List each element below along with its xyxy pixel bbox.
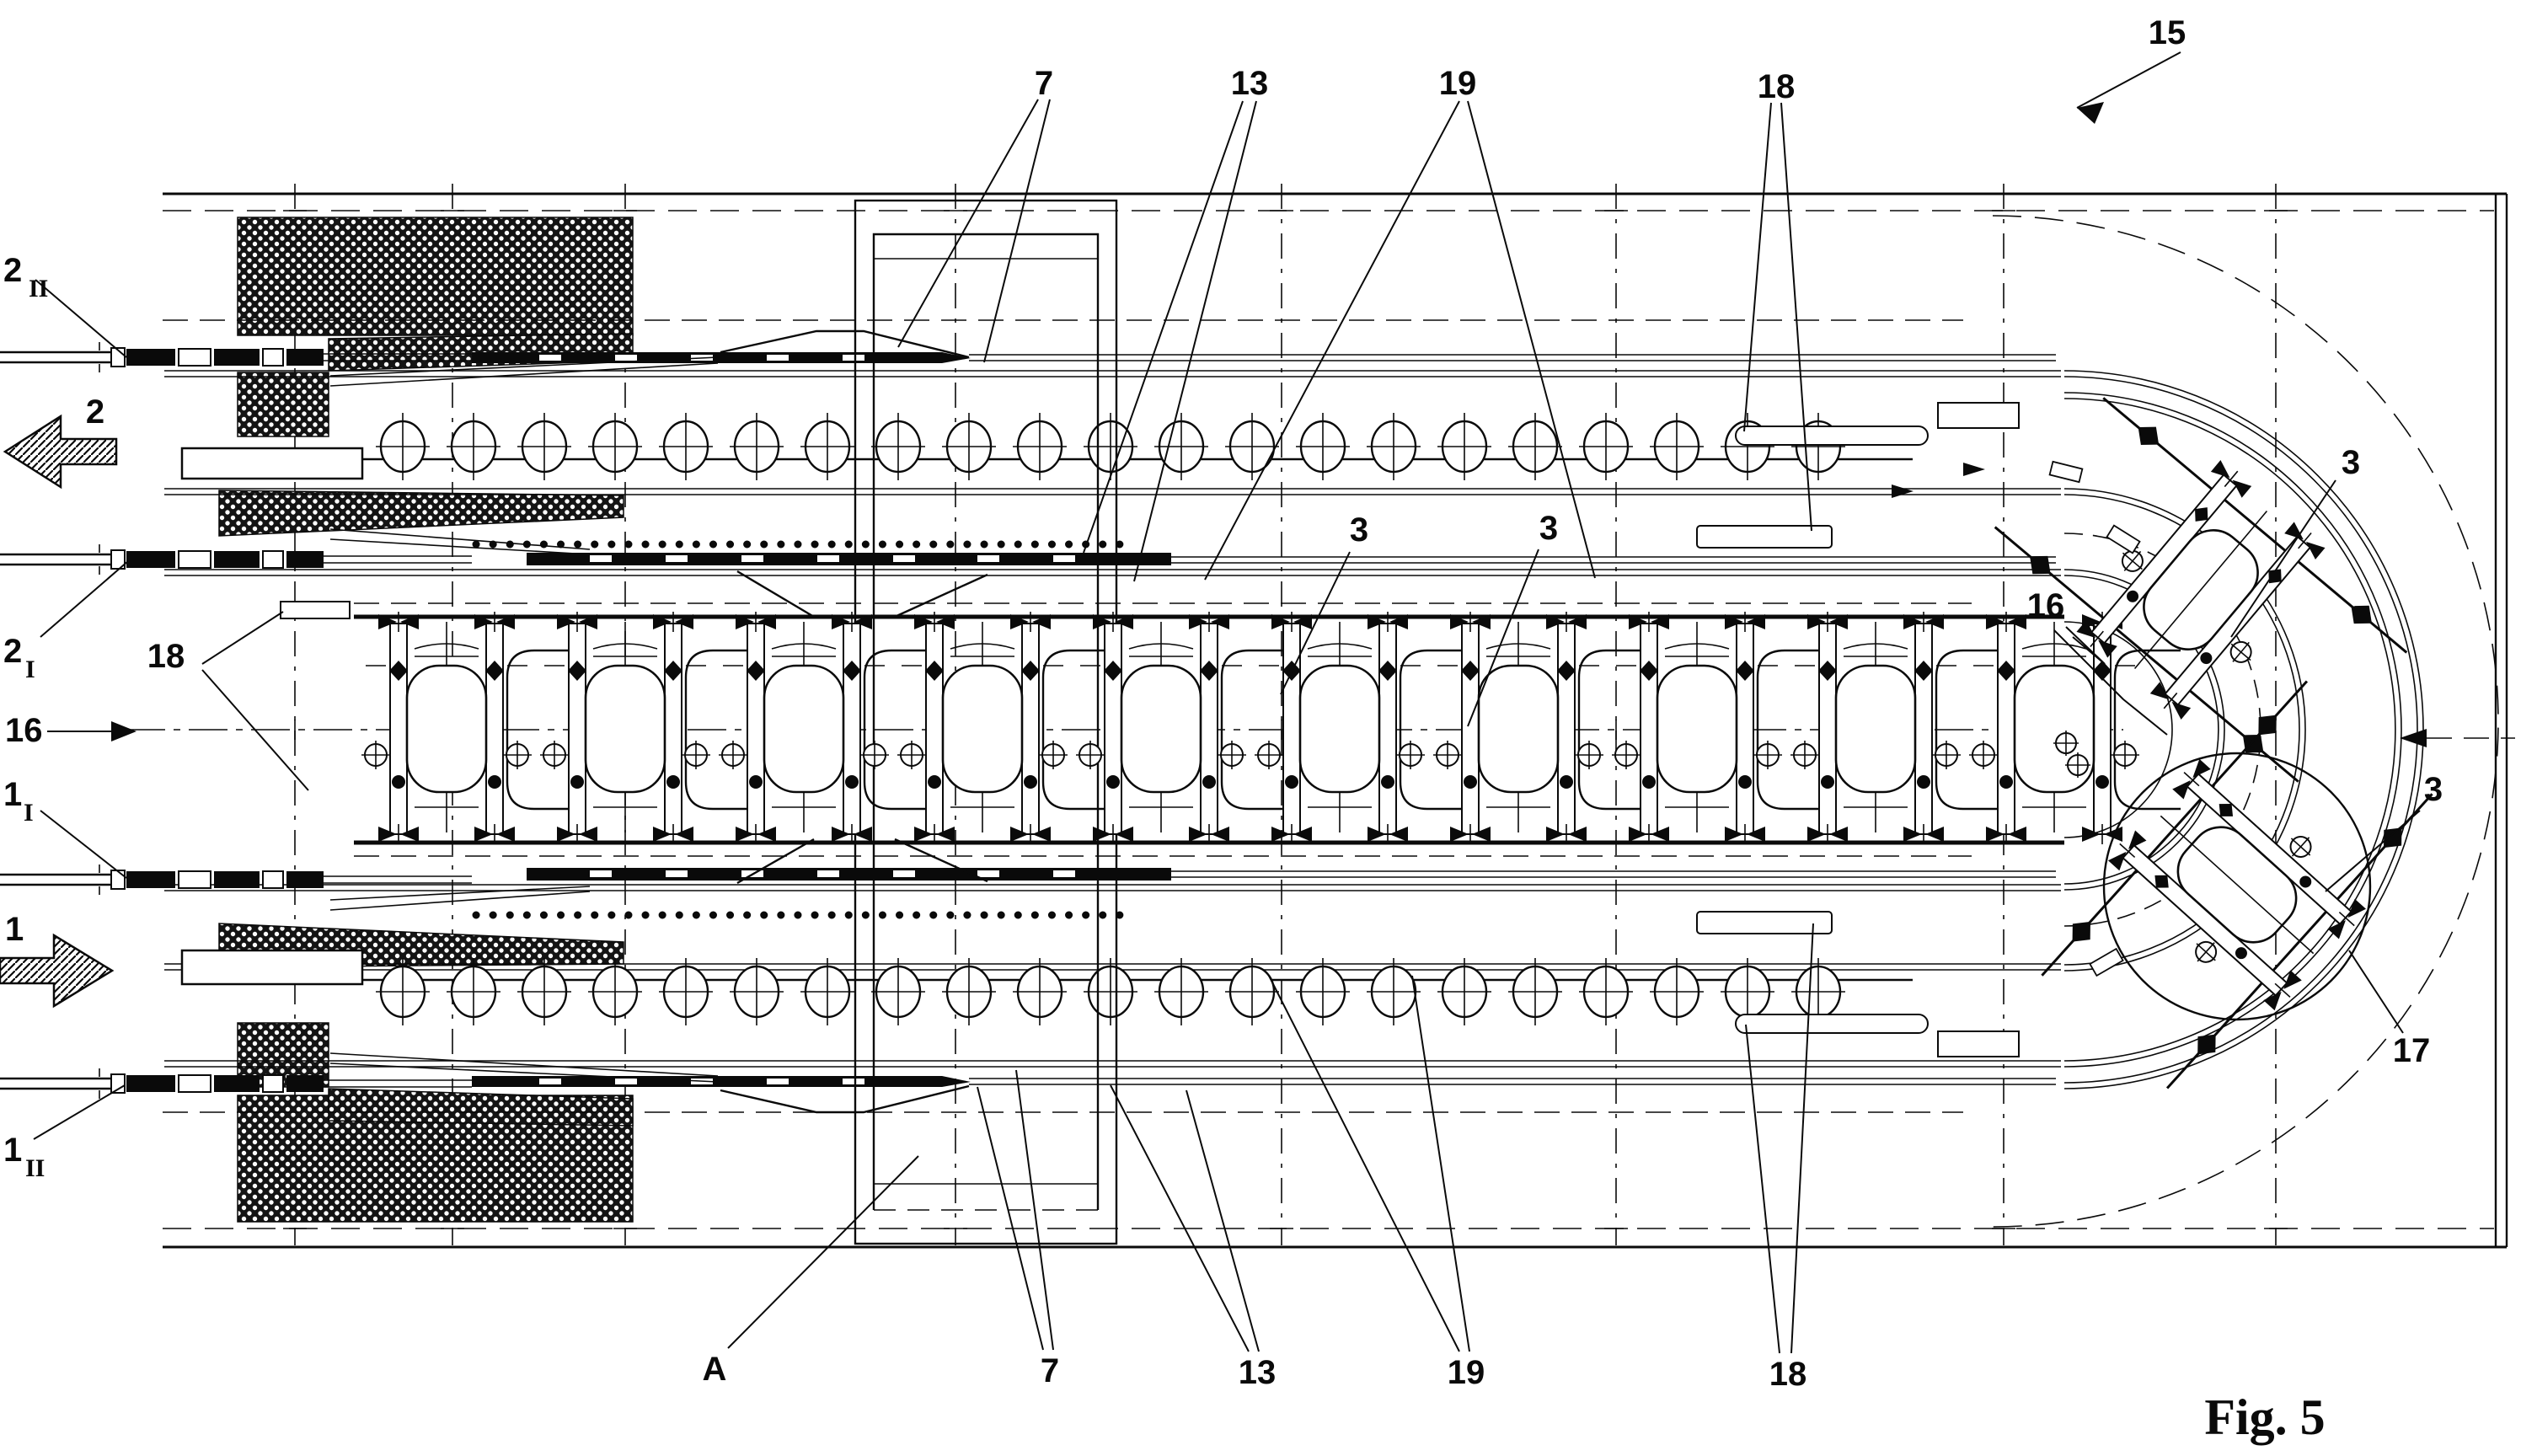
- stop-bracket-left: [280, 601, 351, 619]
- ref-label-A: A: [703, 1351, 727, 1388]
- roller-row-top: [374, 411, 1847, 482]
- pusher-bar-top: [180, 447, 364, 480]
- leader-lines: [33, 51, 2421, 1354]
- hatched-blocks: [218, 217, 634, 1223]
- stop-bar: [1696, 911, 1833, 934]
- guide-pad: [2089, 947, 2124, 977]
- guide-pad: [2106, 524, 2141, 554]
- pallet-module: [1433, 612, 1645, 844]
- ref-label-19-top: 19: [1439, 65, 1477, 102]
- ref-label-15: 15: [2149, 14, 2186, 51]
- tent-top-inner: [736, 570, 988, 618]
- pallet-module: [1076, 612, 1287, 844]
- ref-label-3-right-lower: 3: [2424, 771, 2443, 808]
- stop-bar: [1937, 1030, 2020, 1057]
- stop-bar: [1735, 426, 1929, 446]
- hatched-wedge-bottom-a: [328, 1088, 634, 1127]
- ref-label-18-bottom: 18: [1769, 1356, 1807, 1393]
- ref-16-arrowhead: [111, 721, 136, 741]
- stop-bar: [1937, 402, 2020, 429]
- hatched-wedge-top-b: [218, 490, 624, 537]
- ref-label-18-left: 18: [147, 638, 185, 675]
- ref-label-1I-main: 1: [3, 776, 22, 813]
- drawing-frame: [163, 192, 2508, 1249]
- pallet-module: [361, 612, 573, 844]
- pallet-module: [897, 612, 1109, 844]
- ref-label-2I-main: 2: [3, 633, 22, 670]
- guide-pad: [2048, 460, 2084, 484]
- ref-label-2II-main: 2: [3, 252, 22, 289]
- pallet-module: [1790, 612, 2002, 844]
- tent-bottom-inner: [736, 838, 988, 885]
- flow-arrow-icon: [1892, 484, 1913, 498]
- roller-row-bottom: [374, 956, 1847, 1027]
- ref-label-17: 17: [2393, 1032, 2431, 1069]
- ref-label-2: 2: [86, 393, 104, 431]
- tool-bars: [329, 329, 1171, 1114]
- ref-label-13-top: 13: [1231, 65, 1269, 102]
- ref-label-3-right-upper: 3: [2342, 444, 2360, 481]
- direction-arrow-2: [3, 414, 118, 490]
- pusher-bar-bottom: [180, 949, 364, 986]
- pallet-chain: [354, 612, 2181, 844]
- pallet-module: [1255, 612, 1466, 844]
- ref-label-18-top: 18: [1758, 68, 1796, 105]
- flow-arrow-icon: [1963, 463, 1985, 476]
- pallet-module: [1969, 612, 2181, 844]
- ref-label-16-right: 16: [2027, 587, 2065, 624]
- ref-label-7-bottom: 7: [1041, 1352, 1059, 1389]
- outer-dashed-turn-arc: [1992, 215, 2499, 1228]
- return-arrow-icon: [2400, 729, 2427, 747]
- ref-15-arrowhead: [2077, 102, 2104, 124]
- stop-bar: [1735, 1014, 1929, 1034]
- ref-label-19-bottom: 19: [1448, 1354, 1485, 1391]
- ref-label-2I-sub: I: [25, 656, 35, 683]
- ref-label-16-left: 16: [5, 712, 43, 749]
- tent-top-outer: [720, 329, 970, 359]
- stop-bar: [1696, 525, 1833, 549]
- ref-label-1: 1: [5, 911, 24, 948]
- turn-section: [1696, 370, 2515, 1109]
- ref-label-7-top: 7: [1035, 65, 1053, 102]
- direction-arrow-1: [0, 933, 115, 1009]
- ref-label-13-bottom: 13: [1239, 1354, 1277, 1391]
- turn-wheel: [2102, 752, 2372, 1021]
- hatched-column-upper: [237, 372, 329, 437]
- ref-label-3-mid-a: 3: [1350, 511, 1368, 549]
- ref-label-1I-sub: I: [24, 799, 34, 827]
- figure-caption: Fig. 5: [2204, 1389, 2325, 1445]
- ref-label-3-mid-b: 3: [1539, 510, 1558, 547]
- hatched-block-top: [237, 217, 634, 336]
- tent-bottom-outer: [720, 1084, 970, 1114]
- ref-label-1II-main: 1: [3, 1132, 22, 1169]
- pallet-module: [719, 612, 930, 844]
- pallet-module: [1612, 612, 1823, 844]
- pallet-module: [540, 612, 752, 844]
- ref-label-2II-sub: II: [29, 275, 48, 302]
- ref-label-1II-sub: II: [25, 1154, 45, 1182]
